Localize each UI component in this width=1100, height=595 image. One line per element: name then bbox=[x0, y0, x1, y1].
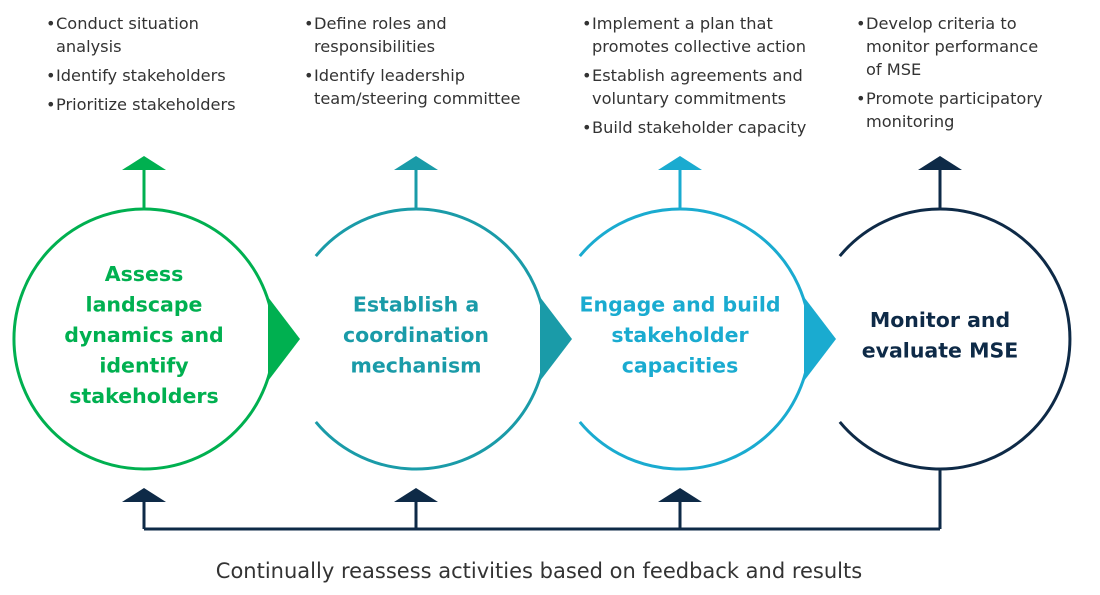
step-title-line: dynamics and bbox=[64, 323, 223, 347]
feedback-arrow-icon bbox=[658, 488, 702, 502]
step-title-line: mechanism bbox=[350, 354, 481, 378]
step-title-line: Engage and build bbox=[579, 293, 780, 317]
step-title-line: landscape bbox=[86, 293, 203, 317]
step-title-line: identify bbox=[99, 354, 188, 378]
bullet-dot-icon: • bbox=[582, 66, 592, 85]
up-arrow-head bbox=[394, 156, 438, 170]
chevron-arrow-icon bbox=[268, 297, 300, 381]
step-title-establish: Establish a coordination mechanism bbox=[343, 293, 489, 378]
bullet-text: monitoring bbox=[866, 112, 954, 131]
bullet-text: Conduct situation bbox=[56, 14, 199, 33]
step-title-line: coordination bbox=[343, 323, 489, 347]
bullet-text: analysis bbox=[56, 37, 122, 56]
bullet-list-establish: •Define roles andresponsibilities•Identi… bbox=[304, 14, 520, 108]
circle-monitor bbox=[838, 207, 1072, 471]
footer-caption: Continually reassess activities based on… bbox=[216, 559, 862, 583]
bullet-dot-icon: • bbox=[582, 14, 592, 33]
chevron-arrow-icon bbox=[804, 297, 836, 381]
feedback-arrow-icon bbox=[394, 488, 438, 502]
bullet-text: Build stakeholder capacity bbox=[592, 118, 807, 137]
bullet-text: Identify leadership bbox=[314, 66, 465, 85]
bullet-text: Develop criteria to bbox=[866, 14, 1017, 33]
flow-chevrons bbox=[268, 297, 836, 381]
bullet-text: Implement a plan that bbox=[592, 14, 773, 33]
up-arrow-head bbox=[918, 156, 962, 170]
bullet-text: Prioritize stakeholders bbox=[56, 95, 236, 114]
step-title-line: Assess bbox=[105, 262, 184, 286]
bullet-text: Promote participatory bbox=[866, 89, 1043, 108]
step-title-line: Establish a bbox=[353, 293, 479, 317]
bullet-dot-icon: • bbox=[304, 14, 314, 33]
bullet-dot-icon: • bbox=[856, 89, 866, 108]
step-title-line: capacities bbox=[622, 354, 739, 378]
circle-assess bbox=[12, 207, 276, 471]
bullet-text: Identify stakeholders bbox=[56, 66, 226, 85]
bullet-text: Define roles and bbox=[314, 14, 447, 33]
bullet-text: monitor performance bbox=[866, 37, 1038, 56]
feedback-loop bbox=[122, 469, 942, 531]
step-title-line: evaluate MSE bbox=[862, 338, 1019, 362]
feedback-arrow-icon bbox=[122, 488, 166, 502]
chevron-arrow-icon bbox=[540, 297, 572, 381]
bullet-dot-icon: • bbox=[582, 118, 592, 137]
bullet-text: team/steering committee bbox=[314, 89, 520, 108]
step-title-assess: Assess landscape dynamics and identify stake… bbox=[64, 262, 223, 408]
up-arrow-icon bbox=[658, 156, 702, 209]
feedback-line bbox=[142, 469, 942, 531]
bullet-text: responsibilities bbox=[314, 37, 435, 56]
bullet-dot-icon: • bbox=[856, 14, 866, 33]
up-arrow-icon bbox=[394, 156, 438, 209]
up-arrow-head bbox=[658, 156, 702, 170]
up-arrow-head bbox=[122, 156, 166, 170]
bullet-dot-icon: • bbox=[46, 95, 56, 114]
bullet-dot-icon: • bbox=[304, 66, 314, 85]
bullet-dot-icon: • bbox=[46, 14, 56, 33]
step-title-line: stakeholders bbox=[69, 384, 218, 408]
bullet-text: voluntary commitments bbox=[592, 89, 786, 108]
step-title-monitor: Monitor and evaluate MSE bbox=[862, 308, 1019, 363]
bullet-dot-icon: • bbox=[46, 66, 56, 85]
step-title-engage: Engage and build stakeholder capacities bbox=[579, 293, 780, 378]
bullet-text: Establish agreements and bbox=[592, 66, 803, 85]
step-title-line: Monitor and bbox=[870, 308, 1010, 332]
up-arrow-icon bbox=[122, 156, 166, 209]
bullet-text: promotes collective action bbox=[592, 37, 806, 56]
step-titles: Assess landscape dynamics and identify stake… bbox=[64, 262, 1018, 408]
step-title-line: stakeholder bbox=[611, 323, 749, 347]
up-arrow-icon bbox=[918, 156, 962, 209]
output-arrows bbox=[122, 156, 962, 209]
bullet-text: of MSE bbox=[866, 60, 921, 79]
